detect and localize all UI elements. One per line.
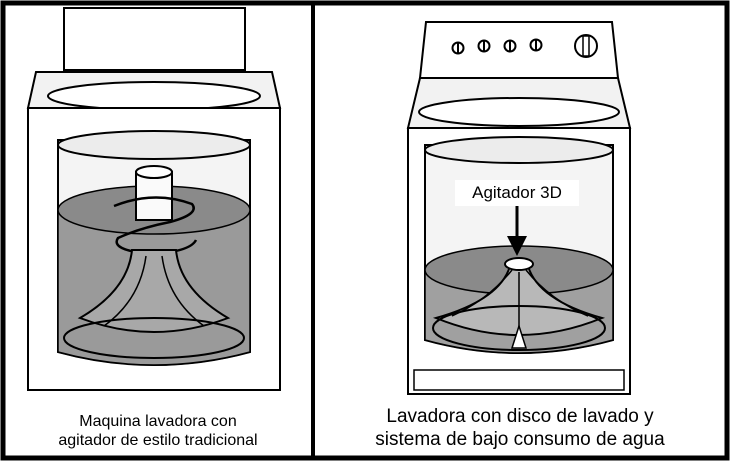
right-caption: Lavadora con disco de lavado y sistema d… (318, 406, 722, 452)
tub-bottom (432, 305, 606, 351)
back-panel (63, 7, 246, 71)
tub-opening (418, 97, 620, 127)
tub-rim (57, 130, 251, 160)
tub-rim (424, 136, 614, 164)
left-caption-line2: agitador de estilo tradicional (58, 432, 258, 450)
tub-bottom (63, 317, 245, 359)
left-caption-line1: Maquina lavadora con (79, 413, 237, 430)
low-water-washer-illustration (406, 21, 632, 395)
agitator-cap (135, 165, 173, 179)
base-trim (413, 369, 625, 391)
traditional-washer-illustration (26, 7, 282, 391)
agitator-post (135, 171, 173, 221)
right-caption-line1: Lavadora con disco de lavado y (386, 406, 654, 427)
wash-plate-center-fin (510, 323, 528, 349)
left-caption: Maquina lavadora con agitador de estilo … (8, 412, 308, 450)
agitator-3d-cap (504, 257, 534, 271)
right-caption-line2: sistema de bajo consumo de agua (375, 428, 665, 450)
tub-opening (47, 81, 261, 111)
agitator-3d-label: Agitador 3D (455, 180, 579, 206)
callout-arrow-head (507, 236, 527, 256)
agitator-base (77, 249, 231, 333)
